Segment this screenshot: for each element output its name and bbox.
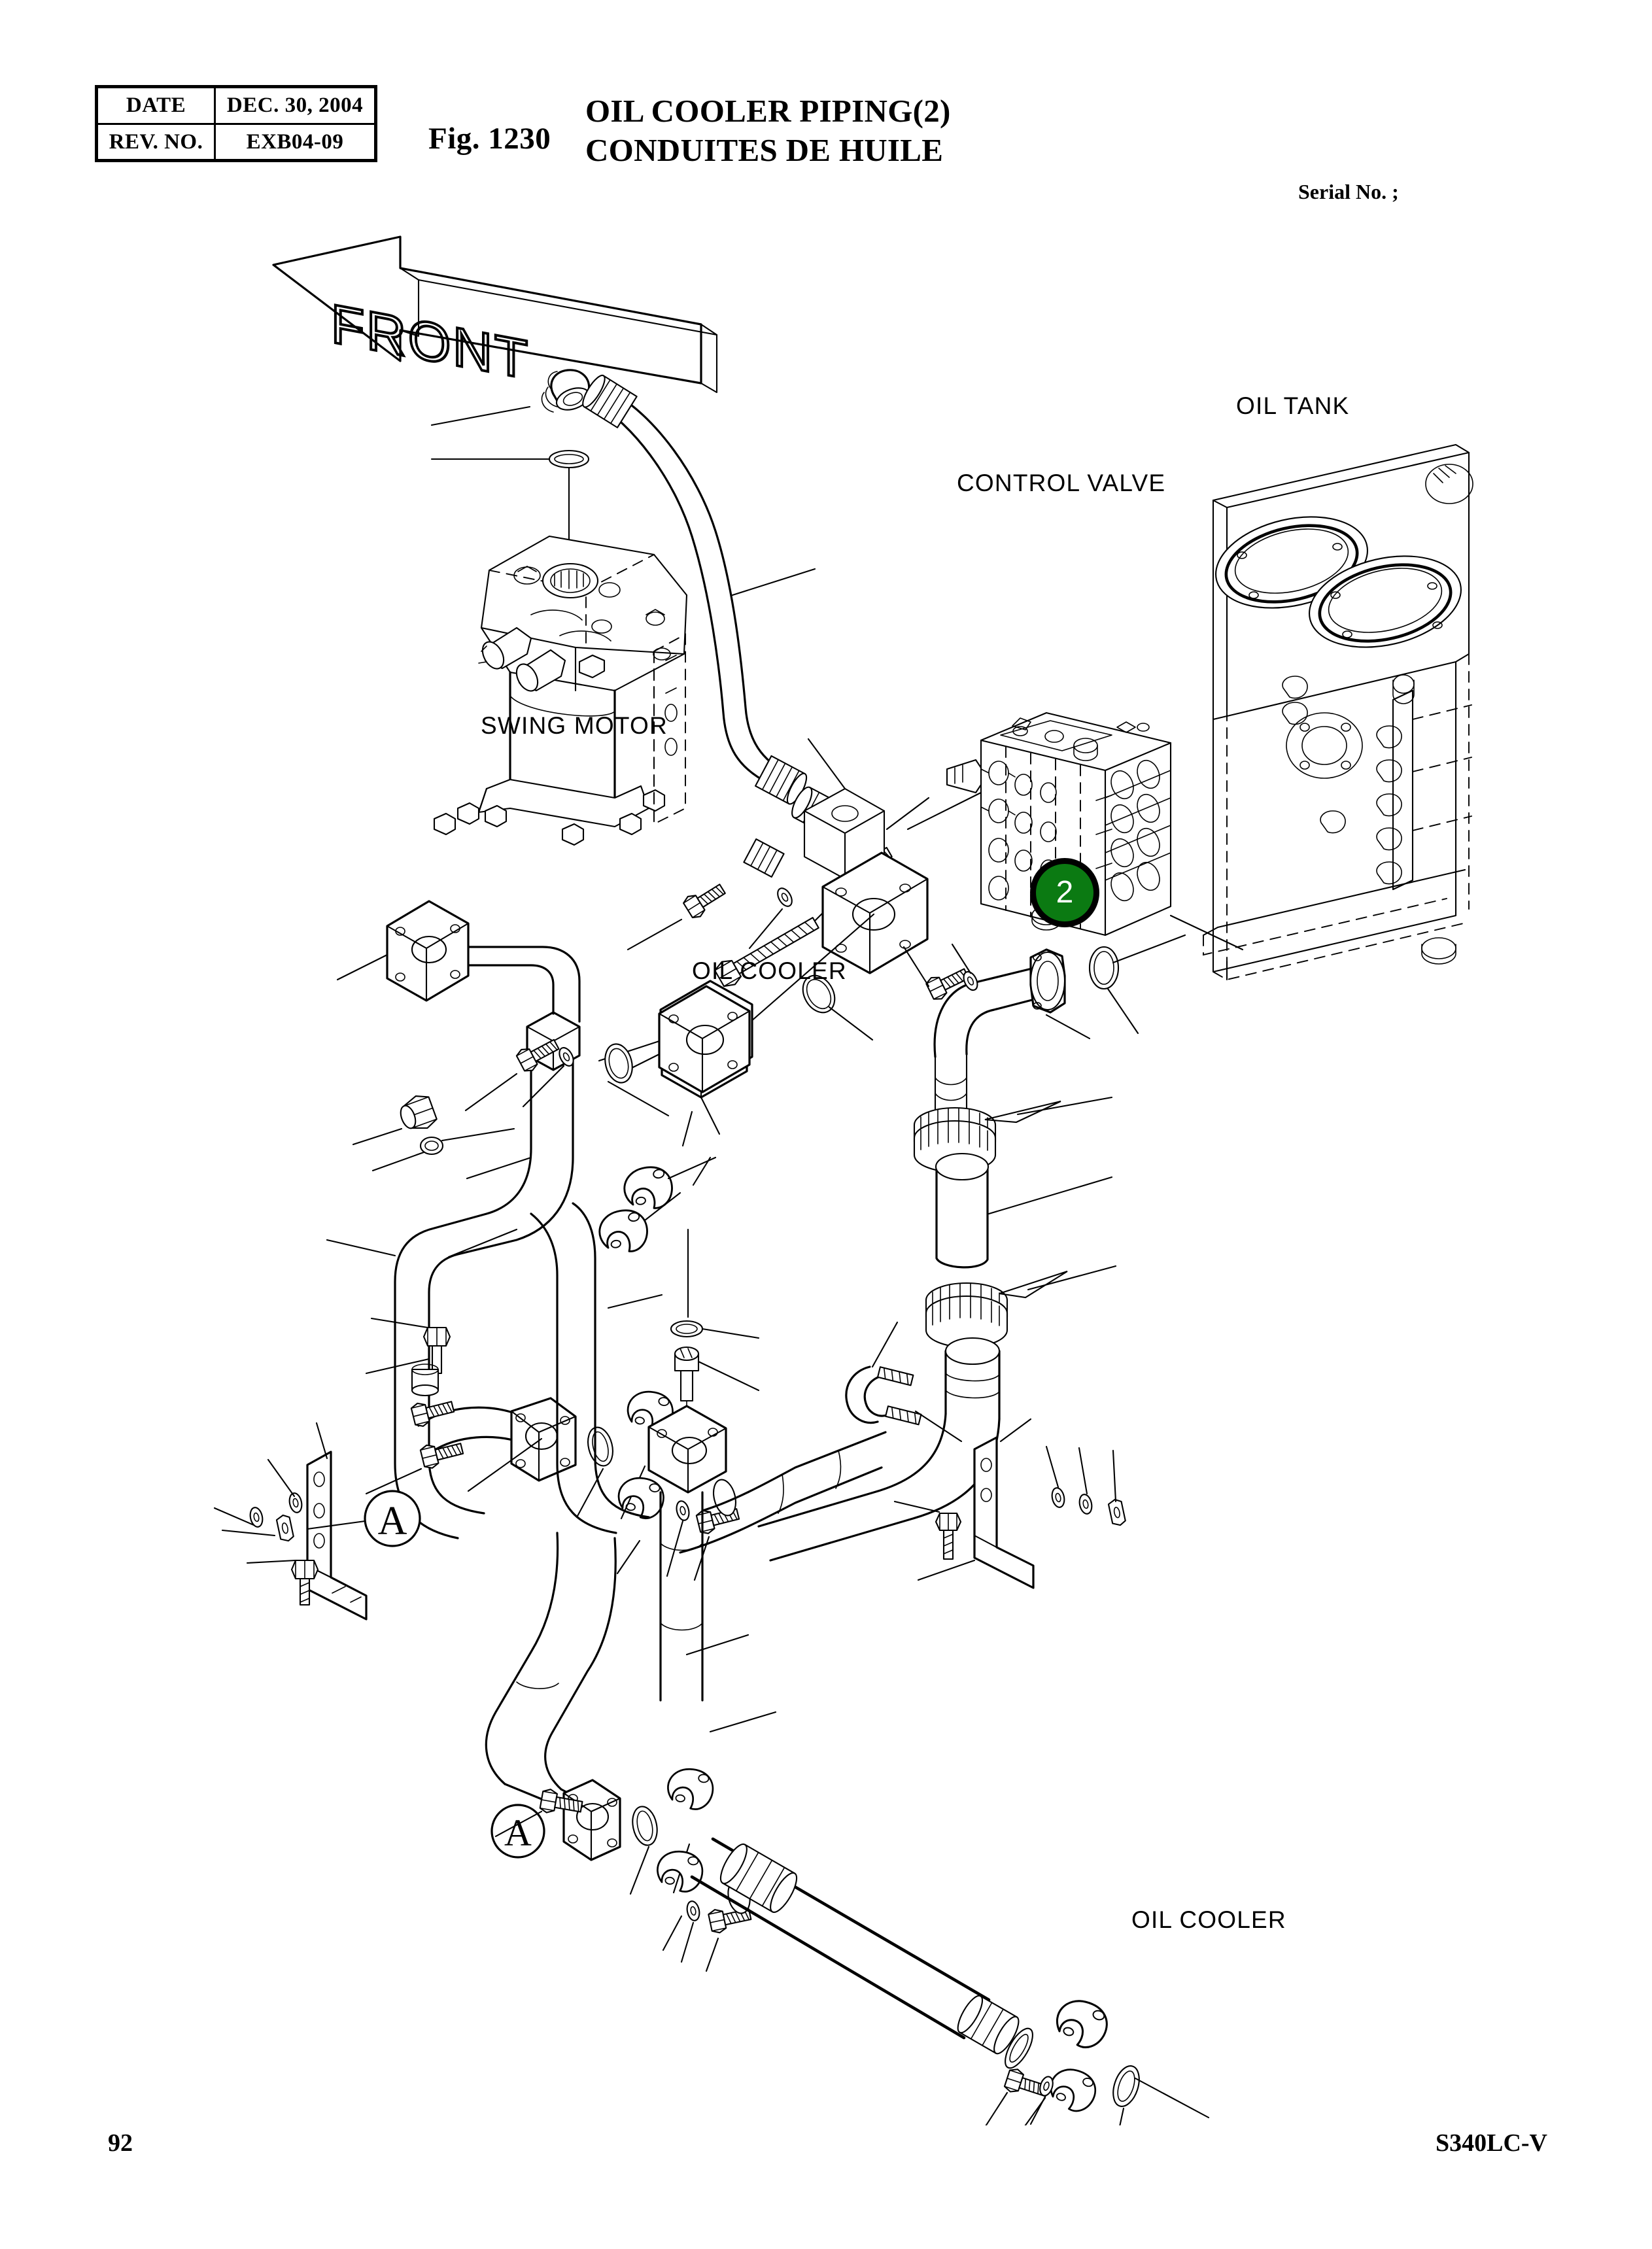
lower-left-pipe-assembly: A bbox=[485, 1532, 753, 1972]
svg-text:A: A bbox=[504, 1811, 532, 1854]
oil-cooler-upper-clamps bbox=[595, 1110, 717, 1318]
rev-no-value: EXB04-09 bbox=[214, 122, 377, 162]
front-direction-arrow: FRONT bbox=[272, 235, 718, 394]
serial-number-label: Serial No. ; bbox=[1298, 180, 1399, 203]
leader-lines bbox=[326, 1156, 777, 1733]
oil-cooler-lower-label: OIL COOLER bbox=[1131, 1906, 1286, 1933]
rev-no-label: REV. NO. bbox=[95, 122, 216, 162]
model-number: S340LC-V bbox=[1435, 2129, 1547, 2157]
title-french: CONDUITES DE HUILE bbox=[585, 131, 944, 168]
reference-mark-a-lower: A bbox=[490, 1804, 545, 1859]
exploded-parts-diagram: .s{fill:none;stroke:#000;stroke-width:3.… bbox=[0, 196, 1652, 2125]
control-valve-assembly bbox=[906, 712, 1244, 951]
page-number: 92 bbox=[108, 2129, 133, 2157]
swing-motor-assembly bbox=[430, 369, 688, 846]
svg-text:FRONT: FRONT bbox=[331, 292, 530, 391]
callout-marker-2-label: 2 bbox=[1056, 875, 1074, 910]
reference-mark-a-upper: A bbox=[364, 1490, 421, 1547]
title-english: OIL COOLER PIPING(2) bbox=[585, 93, 951, 129]
svg-text:A: A bbox=[378, 1499, 407, 1543]
center-elbow-pipe bbox=[757, 934, 1186, 1562]
control-valve-label: CONTROL VALVE bbox=[957, 470, 1166, 496]
date-label: DATE bbox=[95, 86, 216, 125]
table-row: DATE DEC. 30, 2004 bbox=[95, 86, 377, 125]
revision-table: DATE DEC. 30, 2004 REV. NO. EXB04-09 bbox=[95, 85, 377, 163]
page-title: OIL COOLER PIPING(2) CONDUITES DE HUILE bbox=[585, 92, 951, 170]
figure-number: Fig. 1230 bbox=[428, 122, 551, 156]
bottom-cooler-hose bbox=[690, 1837, 1210, 2125]
table-row: REV. NO. EXB04-09 bbox=[95, 122, 377, 162]
left-pipe-assembly bbox=[336, 900, 753, 1539]
oil-cooler-upper-label: OIL COOLER bbox=[692, 957, 847, 984]
swing-motor-hoses bbox=[582, 374, 930, 1135]
oil-tank-label: OIL TANK bbox=[1236, 392, 1350, 419]
swing-motor-label: SWING MOTOR bbox=[481, 712, 668, 739]
callout-marker-2[interactable]: 2 bbox=[1030, 858, 1099, 927]
oil-tank-assembly bbox=[1202, 443, 1473, 981]
mid-pipe-and-bracket bbox=[530, 1202, 1127, 1702]
date-value: DEC. 30, 2004 bbox=[214, 86, 377, 125]
